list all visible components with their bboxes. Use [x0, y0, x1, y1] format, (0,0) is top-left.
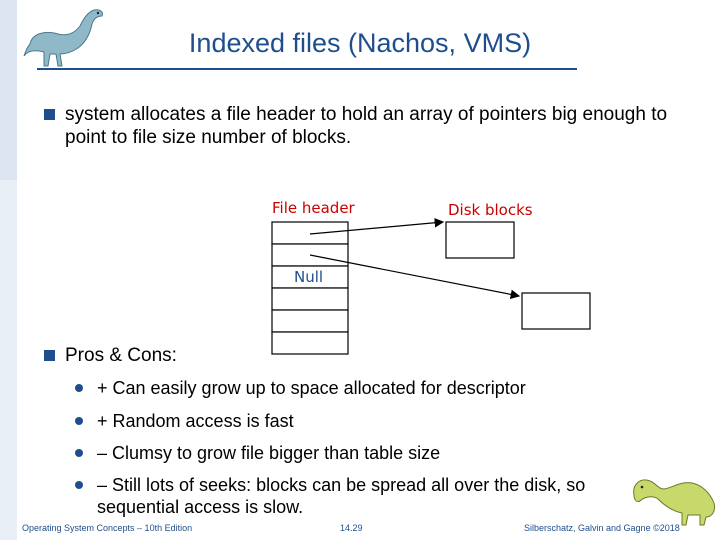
slide-title: Indexed files (Nachos, VMS) [188, 28, 532, 58]
sub-bullet-text: – Still lots of seeks: blocks can be spr… [97, 475, 586, 517]
pointer-arrow-2 [309, 254, 521, 300]
bullet-text-file-header: system allocates a file header to hold a… [65, 104, 668, 148]
sub-bullet-dot-icon [75, 417, 83, 425]
disk-block-2 [521, 292, 591, 330]
dinosaur-corner-icon [633, 479, 715, 526]
bullet-text-pros-cons: Pros & Cons: [65, 345, 177, 366]
sub-bullet-dot-icon [75, 384, 83, 392]
footer-copyright: Silberschatz, Galvin and Gagne ©2018 [524, 523, 680, 533]
pointer-arrow-1 [309, 217, 445, 235]
header-slot-4 [271, 287, 349, 311]
sidebar-band-bottom [0, 180, 17, 540]
title-underline [37, 68, 577, 70]
dinosaur-logo-icon [23, 9, 103, 67]
sub-bullet-text: + Random access is fast [97, 411, 294, 431]
sub-bullet-dot-icon [75, 481, 83, 489]
disk-block-1 [445, 221, 515, 259]
header-slot-1 [271, 221, 349, 245]
sub-bullet-dot-icon [75, 449, 83, 457]
sub-bullet-text: – Clumsy to grow file bigger than table … [97, 443, 441, 463]
file-header-label: File header [272, 199, 355, 217]
sidebar-band-top [0, 0, 17, 180]
bullet-square-icon [44, 109, 55, 120]
header-slot-2 [271, 243, 349, 267]
left-sidebar-band [0, 0, 17, 540]
null-label: Null [294, 268, 324, 286]
header-slot-5 [271, 309, 349, 333]
footer-book-title: Operating System Concepts – 10th Edition [22, 523, 193, 533]
footer-page-number: 14.29 [340, 523, 363, 533]
bullet-square-icon [44, 350, 55, 361]
disk-blocks-label: Disk blocks [448, 201, 533, 219]
sub-bullet-text: + Can easily grow up to space allocated … [97, 378, 526, 398]
